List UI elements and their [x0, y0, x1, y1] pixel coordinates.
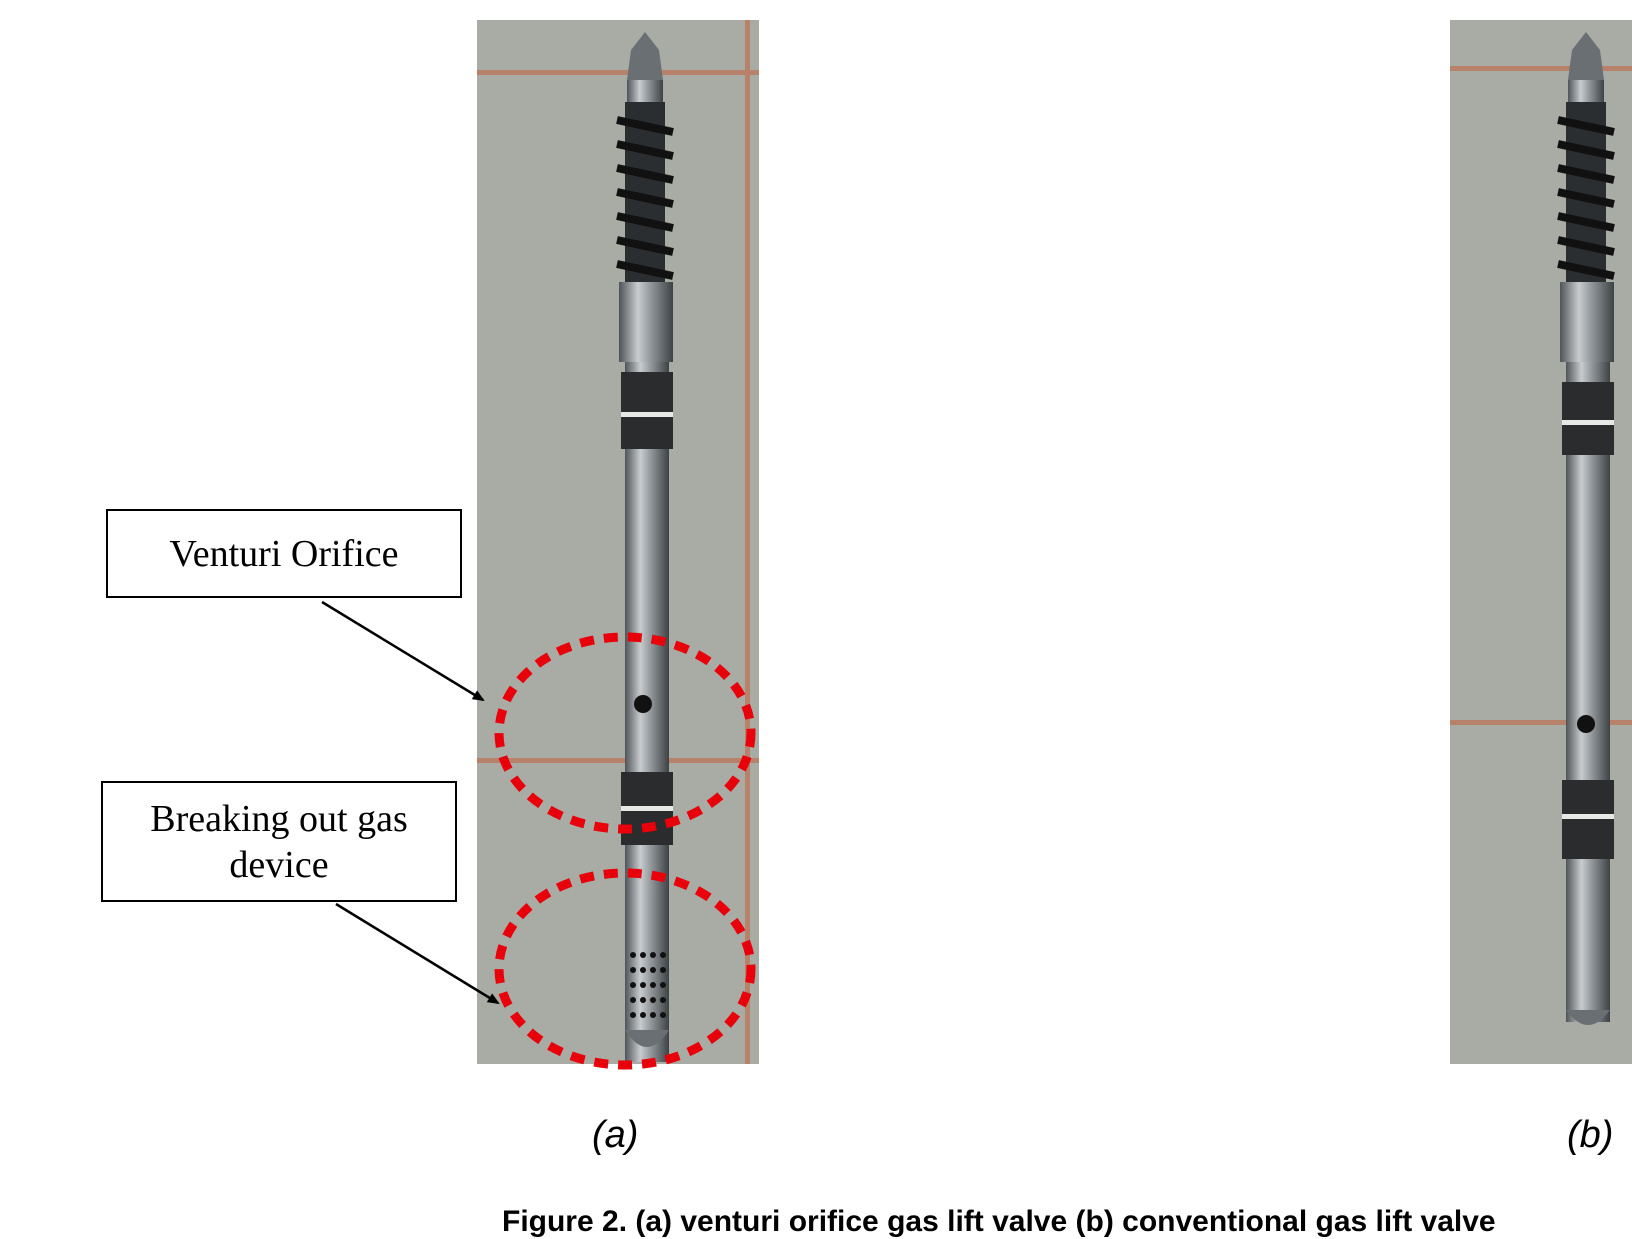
- venturi-orifice-label: Venturi Orifice: [106, 509, 462, 598]
- valve-band-ring: [1562, 814, 1614, 819]
- subfigure-label-b: (b): [1567, 1114, 1614, 1156]
- valve-spring: [1557, 102, 1615, 282]
- venturi-orifice-hole: [634, 695, 652, 713]
- valve-body-upper: [619, 282, 673, 362]
- breaking-out-gas-text: Breaking out gas device: [150, 797, 408, 886]
- venturi-orifice-arrow: [321, 600, 483, 702]
- valve-spring: [616, 102, 674, 282]
- venturi-valve-photo: [477, 20, 759, 1064]
- valve-nose: [1568, 32, 1604, 80]
- valve-nose-collar: [1568, 80, 1604, 102]
- valve-port-hole: [1577, 715, 1595, 733]
- valve-band: [1562, 819, 1614, 859]
- valve-band: [621, 372, 673, 412]
- valve-band: [621, 417, 673, 449]
- valve-nose: [627, 32, 663, 80]
- tile-grout: [1450, 720, 1632, 725]
- valve-band: [1562, 780, 1614, 814]
- subfigure-label-a: (a): [592, 1114, 639, 1156]
- venturi-valve-illustration: [477, 20, 759, 1064]
- valve-band-ring: [1562, 420, 1614, 425]
- conventional-valve-photo: [1450, 20, 1632, 1064]
- valve-band: [1562, 382, 1614, 420]
- valve-band: [1562, 425, 1614, 455]
- figure-caption: Figure 2. (a) venturi orifice gas lift v…: [502, 1205, 1496, 1238]
- breaking-out-gas-arrow: [335, 902, 498, 1005]
- valve-tip: [1566, 1010, 1610, 1025]
- valve-band: [621, 811, 673, 845]
- tile-grout: [745, 20, 750, 1064]
- venturi-orifice-text: Venturi Orifice: [169, 532, 399, 575]
- tile-grout: [477, 70, 759, 75]
- tile-grout: [477, 758, 759, 763]
- valve-body-upper: [1560, 282, 1614, 362]
- valve-body: [1566, 362, 1610, 1022]
- tile-floor: [477, 20, 759, 1064]
- tile-grout: [1450, 66, 1632, 71]
- valve-band-ring: [621, 412, 673, 417]
- valve-band: [621, 772, 673, 806]
- valve-band-ring: [621, 806, 673, 811]
- breaking-out-gas-label: Breaking out gas device: [101, 781, 457, 902]
- valve-nose-collar: [627, 80, 663, 102]
- conventional-valve-illustration: [1450, 20, 1632, 1064]
